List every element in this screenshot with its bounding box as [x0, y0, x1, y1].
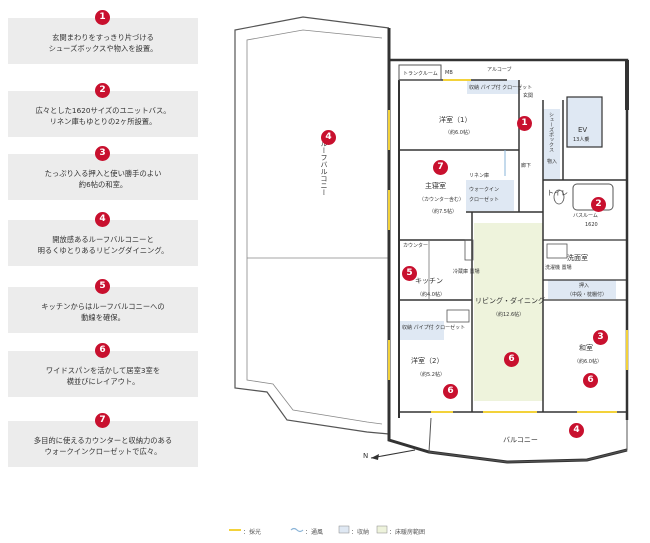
marker-6-western2: 6	[443, 384, 458, 399]
balcony-rail	[428, 417, 628, 463]
ev-label: EV	[578, 126, 588, 134]
closet-fill	[399, 321, 444, 340]
balcony-label: バルコニー	[503, 436, 538, 444]
oshiire-label: 押入	[579, 283, 590, 289]
master-size: （約7.5帖）	[429, 209, 457, 215]
roof-balcony-label: ルーフバルコニー	[320, 140, 328, 196]
roof-balcony-inner	[246, 29, 383, 425]
oshiire-fill	[548, 280, 616, 299]
feature-card-6: 6 ワイドスパンを活かして居室3室を横並びにレイアウト。	[8, 343, 198, 397]
corridor-label: 廊下	[521, 163, 532, 169]
closet-label: クローゼット	[469, 197, 500, 203]
marker-1: 1	[517, 116, 532, 131]
feature-text: 多目的に使えるカウンターと収納力のあるウォークインクローゼットで広々。	[33, 436, 173, 456]
sink	[464, 239, 474, 261]
feature-card-1: 1 玄関まわりをすっきり片づけるシューズボックスや物入を設置。	[8, 10, 198, 64]
feature-card-3: 3 たっぷり入る押入と使い勝手のよい約6帖の和室。	[8, 146, 198, 200]
marker-4-balcony: 4	[569, 423, 584, 438]
toilet-label: トイレ	[547, 189, 568, 197]
washitsu-size: （約6.0帖）	[574, 359, 602, 365]
toilet-fixture	[553, 189, 565, 205]
alcove-label: アルコーブ	[487, 67, 512, 73]
storage-fill	[467, 80, 519, 94]
genkan-label: 玄関	[523, 93, 534, 99]
elevator-shaft	[566, 96, 603, 148]
western2-size: （約5.2帖）	[417, 372, 445, 378]
mb-label: MB	[445, 70, 453, 76]
legend-swatch-air	[290, 527, 304, 533]
trunk-room	[398, 64, 442, 81]
marker-3: 3	[593, 330, 608, 345]
feature-text: ワイドスパンを活かして居室3室を横並びにレイアウト。	[45, 366, 161, 386]
north-arrow-head	[371, 454, 379, 460]
shoes-box-fill	[543, 109, 560, 180]
legend-swatch-storage	[338, 525, 350, 534]
legend-swatch-heating	[376, 525, 388, 534]
legend-storage: ：収納	[351, 529, 370, 536]
marker-4-roof: 4	[321, 130, 336, 145]
feature-badge: 5	[95, 279, 110, 294]
linen-label: リネン庫	[469, 173, 490, 179]
feature-badge: 4	[95, 212, 110, 227]
master-label: 主寝室	[425, 182, 446, 190]
counter-label: カウンター	[403, 243, 429, 249]
floor-heating-area	[474, 223, 543, 401]
western1-label: 洋室（1）	[439, 116, 472, 124]
ev-capacity: 13人乗	[573, 137, 590, 143]
feature-badge: 2	[95, 83, 110, 98]
feature-badge: 7	[95, 413, 110, 428]
fridge-label: 冷蔵庫 置場	[453, 269, 480, 275]
living-label: リビング・ダイニング	[475, 297, 545, 305]
feature-card-4: 4 開放感あるルーフバルコニーと明るくゆとりあるリビングダイニング。	[8, 212, 198, 266]
pipe-closet-label: 収納 パイプ付 クローゼット	[469, 85, 533, 91]
legend-air: ：通風	[305, 529, 324, 536]
feature-card-7: 7 多目的に使えるカウンターと収納力のあるウォークインクローゼットで広々。	[8, 413, 198, 467]
feature-badge: 3	[95, 146, 110, 161]
legend-light: ：採光	[243, 529, 262, 536]
wash-basin	[546, 243, 568, 259]
north-label: N	[363, 452, 369, 460]
kitchen-label: キッチン	[415, 277, 443, 285]
marker-7: 7	[433, 160, 448, 175]
living-size: （約12.6帖）	[493, 312, 525, 318]
feature-text: 広々とした1620サイズのユニットバス。リネン庫もゆとりの2ヶ所設置。	[35, 106, 171, 126]
feature-badge: 6	[95, 343, 110, 358]
oshiire-note: （中段・枕棚付）	[567, 292, 608, 298]
kitchen-size: （約4.0帖）	[417, 292, 445, 298]
bath-label: バスルーム	[573, 213, 598, 219]
floor-plan-drawing	[229, 16, 629, 534]
monoire-label: 物入	[547, 159, 558, 165]
feature-card-2: 2 広々とした1620サイズのユニットバス。リネン庫もゆとりの2ヶ所設置。	[8, 83, 198, 137]
closet2-label: 収納 パイプ付 クローゼット	[402, 325, 466, 331]
roof-balcony-outer	[234, 16, 390, 435]
marker-6-washitsu: 6	[583, 373, 598, 388]
feature-text: キッチンからはルーフバルコニーへの動線を確保。	[41, 302, 165, 322]
western1-size: （約6.0帖）	[445, 130, 473, 136]
washitsu-label: 和室	[579, 344, 593, 352]
trunk-room-label: トランクルーム	[403, 71, 438, 77]
bath-size: 1620	[585, 222, 598, 228]
feature-panel: 1 玄関まわりをすっきり片づけるシューズボックスや物入を設置。 2 広々とした1…	[0, 0, 207, 543]
walkin-label: ウォークイン	[469, 187, 500, 193]
legend-heating: ：床暖房範囲	[389, 529, 426, 536]
marker-5: 5	[402, 266, 417, 281]
shoes-box-label: シューズボックス	[548, 112, 554, 152]
feature-card-5: 5 キッチンからはルーフバルコニーへの動線を確保。	[8, 279, 198, 333]
feature-text: たっぷり入る押入と使い勝手のよい約6帖の和室。	[44, 169, 162, 189]
western2-label: 洋室（2）	[411, 357, 444, 365]
feature-text: 開放感あるルーフバルコニーと明るくゆとりあるリビングダイニング。	[37, 235, 169, 255]
master-note: （カウンター含む）	[419, 197, 465, 203]
elevator-fill	[567, 97, 602, 147]
marker-2: 2	[591, 197, 606, 212]
washer-label: 洗濯機 置場	[545, 265, 572, 271]
washroom-label: 洗面室	[567, 254, 588, 262]
walkin-closet-fill	[466, 180, 514, 211]
feature-text: 玄関まわりをすっきり片づけるシューズボックスや物入を設置。	[48, 33, 158, 53]
feature-badge: 1	[95, 10, 110, 25]
marker-6-living: 6	[504, 352, 519, 367]
cooktop	[446, 309, 470, 323]
floor-plan: ルーフバルコニー トランクルーム MB アルコーブ 玄関 シューズボックス 物入…	[207, 0, 650, 543]
